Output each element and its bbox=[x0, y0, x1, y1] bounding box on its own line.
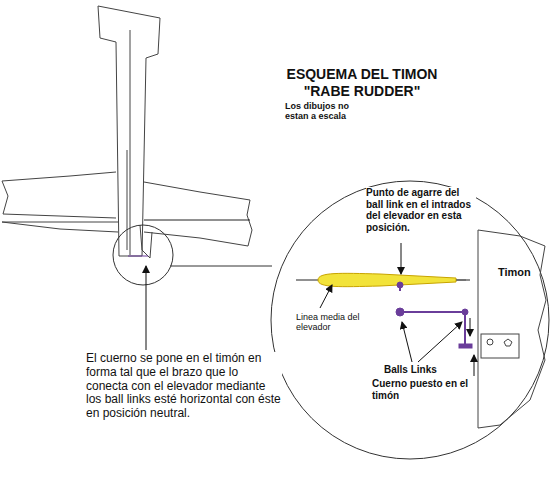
part-name: Linea media del elevador bbox=[296, 312, 376, 333]
part-name: Timon bbox=[498, 266, 542, 279]
part-name: Cuerno puesto en el timón bbox=[372, 378, 472, 401]
part-name: Balls Links bbox=[384, 364, 437, 376]
diagram-title: ESQUEMA DEL TIMON "RABE RUDDER" bbox=[276, 66, 448, 100]
callout-note: Punto de agarre del ball link en el intr… bbox=[366, 187, 476, 233]
explanation-note: El cuerno se pone en el timón en forma t… bbox=[86, 352, 282, 421]
scale-note: Los dibujos no estan a escala bbox=[285, 101, 371, 122]
